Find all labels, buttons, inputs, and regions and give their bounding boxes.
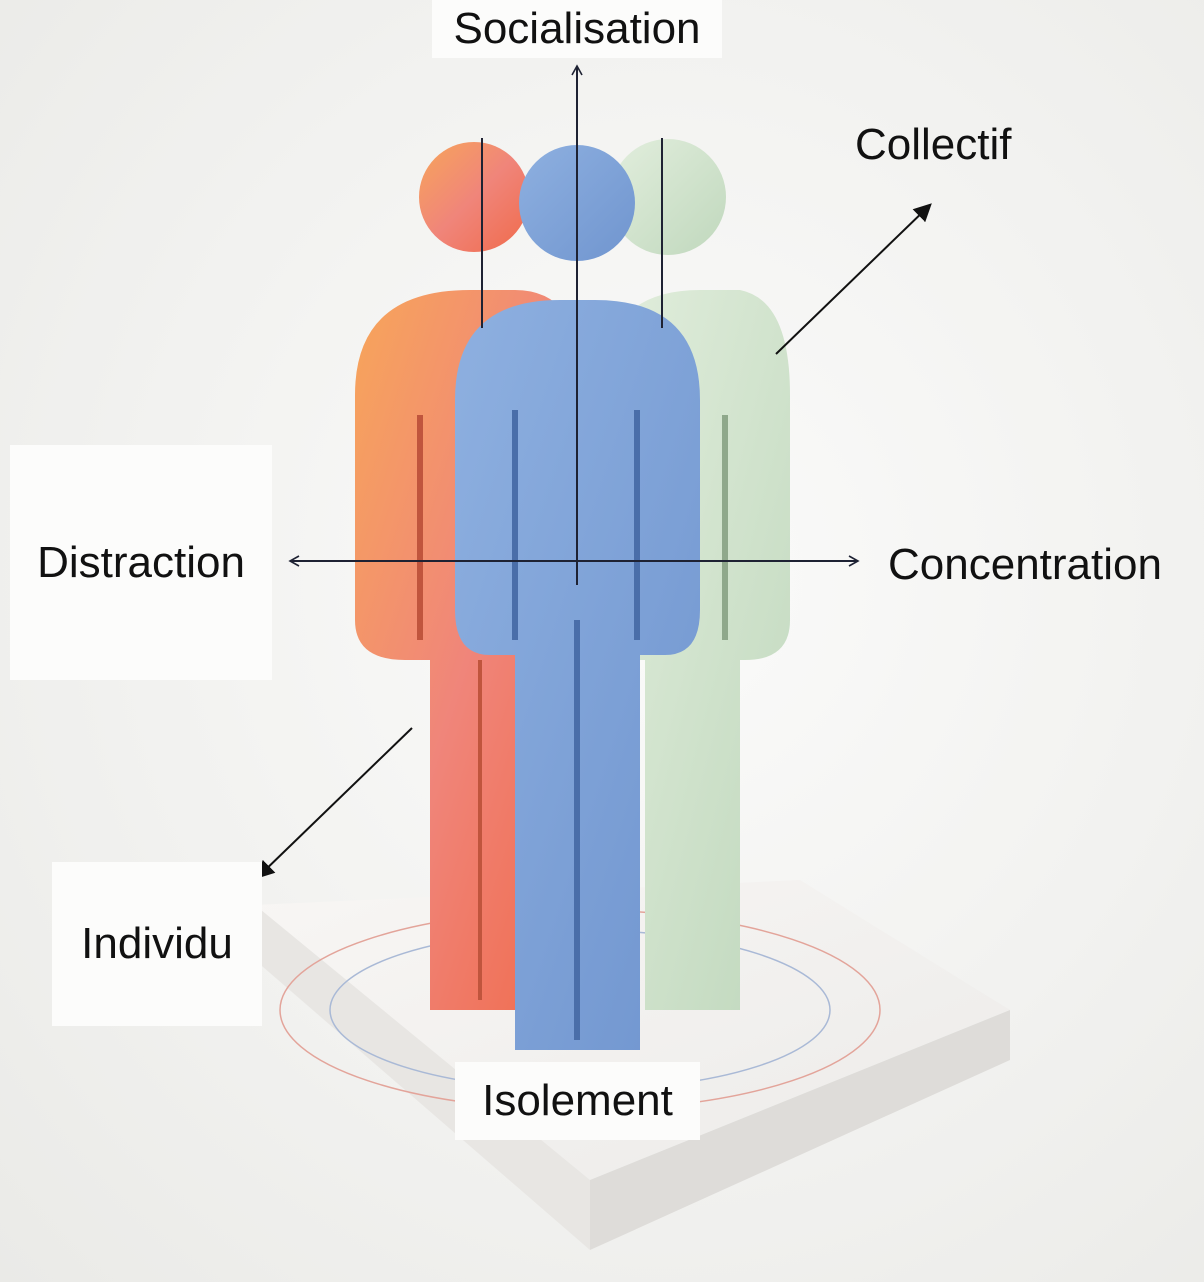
label-socialisation: Socialisation xyxy=(453,4,701,53)
label-individu-box: Individu xyxy=(52,862,262,1026)
diagonal-axis-lower xyxy=(256,727,413,879)
label-concentration: Concentration xyxy=(888,540,1162,589)
label-socialisation-box: Socialisation xyxy=(432,0,722,58)
diagonal-axis-upper xyxy=(775,203,932,355)
label-isolement: Isolement xyxy=(482,1076,673,1125)
label-distraction: Distraction xyxy=(37,537,245,587)
label-collectif: Collectif xyxy=(855,120,1012,169)
label-individu: Individu xyxy=(81,919,233,968)
label-isolement-box: Isolement xyxy=(455,1062,700,1140)
label-distraction-box: Distraction xyxy=(10,445,272,680)
